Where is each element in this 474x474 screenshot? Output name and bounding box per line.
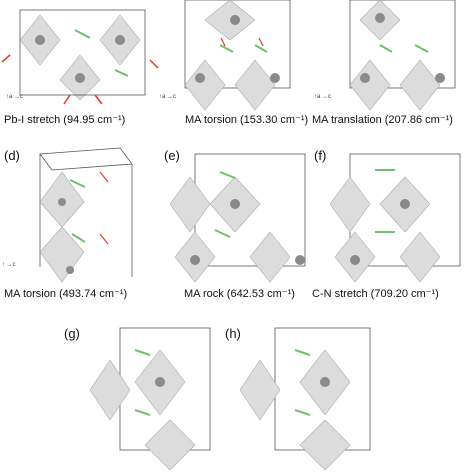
structure-d: [39, 147, 133, 283]
panel-label-d: (d): [4, 148, 20, 163]
panel-b: ↑a →c MA torsion (153.30 cm⁻¹): [155, 0, 315, 140]
caption-c: MA translation (207.86 cm⁻¹): [312, 114, 453, 126]
structure-e: [169, 153, 306, 283]
panel-a: ↑a →c Pb-I stretch (94.95 cm⁻¹): [0, 0, 160, 140]
caption-e: MA rock (642.53 cm⁻¹): [184, 288, 295, 300]
caption-f: C-N stretch (709.20 cm⁻¹): [312, 288, 439, 300]
caption-b: MA torsion (153.30 cm⁻¹): [185, 114, 309, 126]
panel-e: (e) MA rock (642.53 cm⁻¹): [160, 142, 320, 302]
panel-c: ↑a →c MA translation (207.86 cm⁻¹): [310, 0, 474, 140]
structure-a: [1, 9, 159, 105]
panel-f: (f) C-N stretch (709.20 cm⁻¹): [310, 142, 474, 302]
panel-h: (h): [215, 320, 375, 474]
structure-f: [329, 153, 461, 283]
caption-d: MA torsion (493.74 cm⁻¹): [4, 288, 128, 300]
panel-label-e: (e): [164, 148, 180, 163]
structure-c: [349, 0, 456, 111]
panel-g: (g): [60, 320, 215, 474]
panel-label-f: (f): [314, 148, 327, 163]
caption-a: Pb-I stretch (94.95 cm⁻¹): [4, 114, 126, 126]
structure-g: [89, 327, 211, 471]
structure-h: [239, 327, 371, 471]
panel-label-h: (h): [225, 326, 241, 341]
panel-d: (d) ↑ →c MA torsion (493.74 cm⁻¹): [0, 142, 160, 302]
panel-label-g: (g): [64, 326, 80, 341]
structure-b: [184, 0, 291, 111]
